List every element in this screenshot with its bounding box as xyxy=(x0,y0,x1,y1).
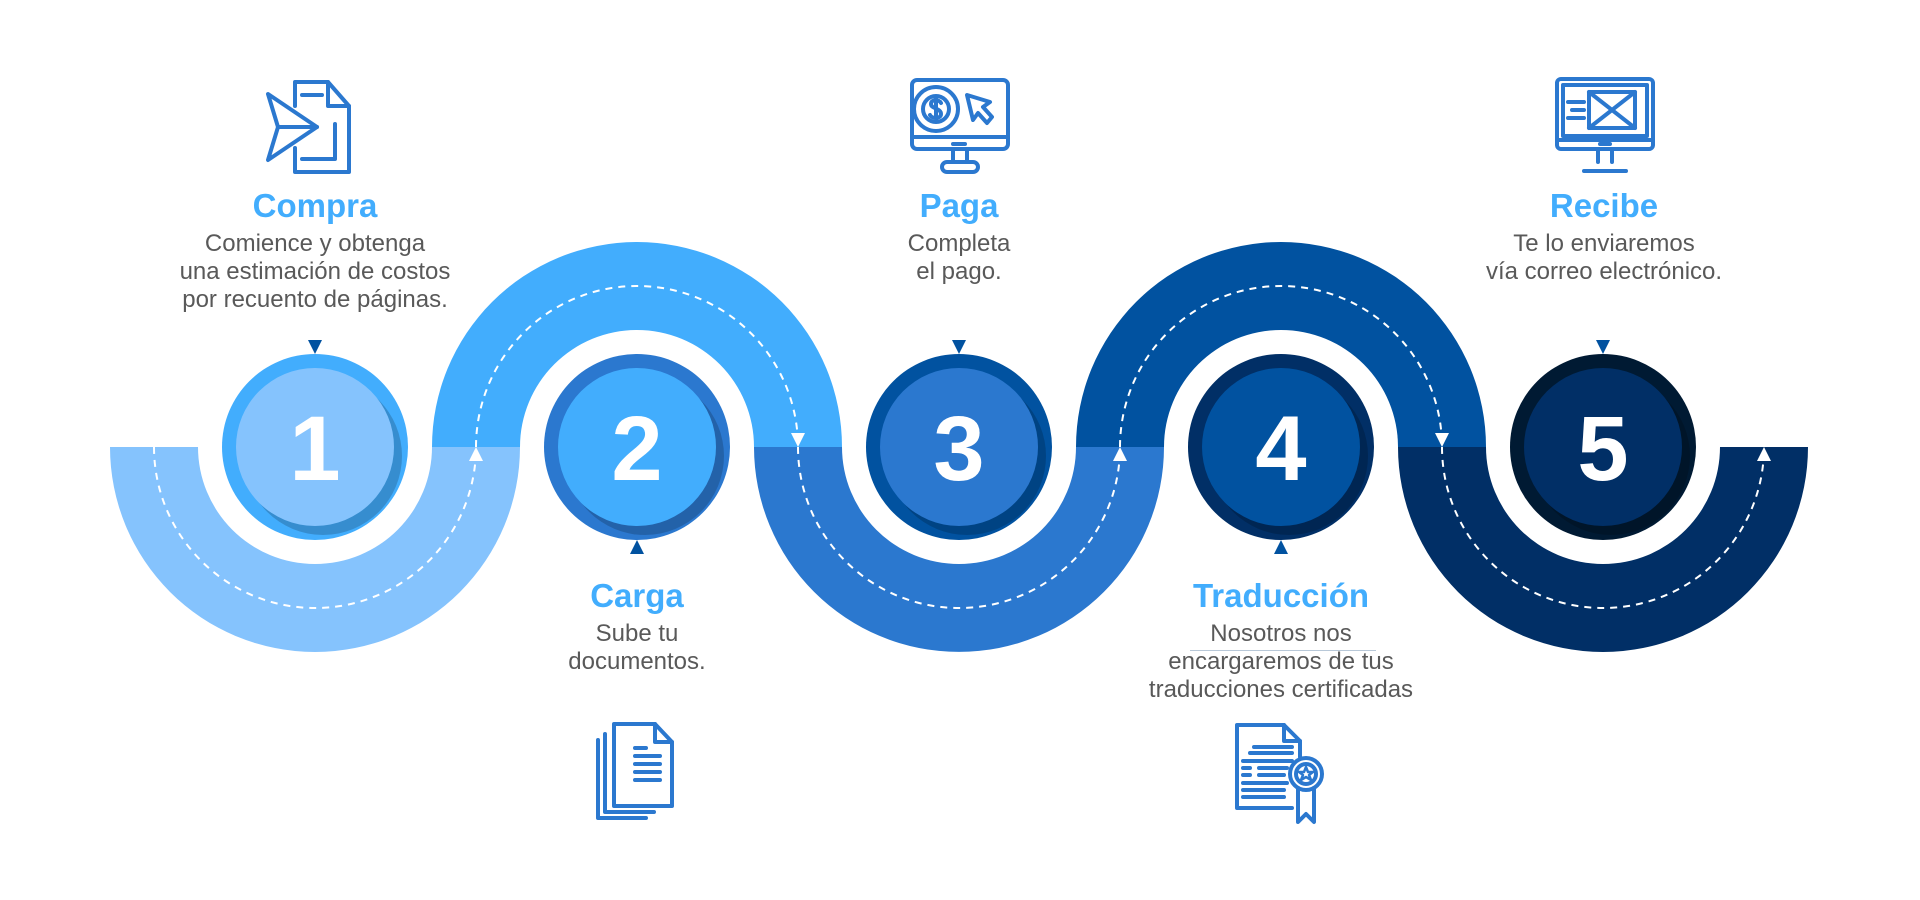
wave-band-segment xyxy=(432,242,842,447)
step-1-title: Compra xyxy=(252,187,378,224)
step-4-text: Traducción Nosotros nos encargaremos de … xyxy=(1081,576,1481,704)
step-1-line: por recuento de páginas. xyxy=(182,286,448,313)
step-2-text: Carga Sube tu documentos. xyxy=(437,576,837,676)
dashed-path xyxy=(1119,285,1443,448)
step-5-line: Te lo enviaremos xyxy=(1513,230,1695,257)
step-number: 2 xyxy=(611,398,662,500)
dashed-path xyxy=(153,446,477,609)
step-number: 4 xyxy=(1255,398,1306,500)
step-number: 5 xyxy=(1577,398,1628,500)
step-1-line: Comience y obtenga xyxy=(204,230,426,257)
step-2-description: Sube tu documentos. xyxy=(437,620,837,676)
step-3-text: Paga Completa el pago. xyxy=(759,186,1159,286)
wave-band-segment xyxy=(110,447,520,652)
arrow-up-icon xyxy=(469,447,483,461)
marker-up-icon xyxy=(630,540,644,554)
monitor-email-icon xyxy=(1555,77,1655,173)
documents-stack-icon xyxy=(596,722,674,820)
marker-up-icon xyxy=(1274,540,1288,554)
step-3-title: Paga xyxy=(919,187,999,224)
dashed-path xyxy=(475,285,799,448)
step-number: 1 xyxy=(289,398,340,500)
step-circle xyxy=(1524,368,1682,526)
step-circle xyxy=(880,368,1038,526)
wave-band-segment xyxy=(754,447,1164,652)
step-4-description: Nosotros nos encargaremos de tus traducc… xyxy=(1081,620,1481,704)
step-4-line: traducciones certificadas xyxy=(1148,676,1414,703)
certified-document-icon xyxy=(1235,723,1324,824)
step-4-title: Traducción xyxy=(1192,577,1370,614)
step-1-description: Comience y obtenga una estimación de cos… xyxy=(115,230,515,314)
divider-line xyxy=(1190,650,1376,651)
step-circle xyxy=(236,368,394,526)
step-3-line: el pago. xyxy=(916,258,1002,285)
wave-band-segment xyxy=(1398,447,1808,652)
step-3-line: Completa xyxy=(907,230,1011,257)
step-1-text: Compra Comience y obtenga una estimación… xyxy=(115,186,515,314)
arrow-down-icon xyxy=(791,433,805,447)
step-2-line: documentos. xyxy=(568,648,706,675)
step-2-title: Carga xyxy=(590,577,684,614)
send-document-icon xyxy=(266,80,351,174)
step-5-title: Recibe xyxy=(1549,187,1659,224)
arrow-up-icon xyxy=(1113,447,1127,461)
marker-down-icon xyxy=(308,340,322,354)
step-3-description: Completa el pago. xyxy=(759,230,1159,286)
step-1-line: una estimación de costos xyxy=(179,258,451,285)
dashed-path xyxy=(797,446,1121,609)
monitor-payment-icon xyxy=(910,78,1010,174)
step-circle xyxy=(1202,368,1360,526)
arrow-down-icon xyxy=(1435,433,1449,447)
step-4-line: Nosotros nos xyxy=(1210,620,1352,647)
dashed-path xyxy=(1441,446,1765,609)
arrow-up-icon xyxy=(1757,447,1771,461)
step-5-line: vía correo electrónico. xyxy=(1485,258,1723,285)
marker-down-icon xyxy=(1596,340,1610,354)
step-5-text: Recibe Te lo enviaremos vía correo elect… xyxy=(1404,186,1804,286)
marker-down-icon xyxy=(952,340,966,354)
step-number: 3 xyxy=(933,398,984,500)
step-5-description: Te lo enviaremos vía correo electrónico. xyxy=(1404,230,1804,286)
step-circle xyxy=(558,368,716,526)
step-2-line: Sube tu xyxy=(595,620,679,647)
step-4-line: encargaremos de tus xyxy=(1168,648,1394,675)
wave-band-segment xyxy=(1076,242,1486,447)
